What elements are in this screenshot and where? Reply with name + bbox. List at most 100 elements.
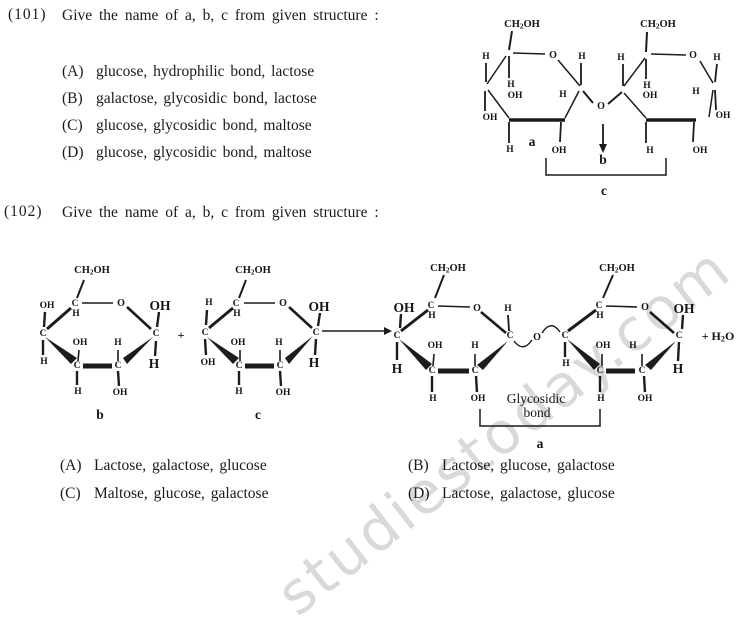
atom-label: O (641, 302, 649, 313)
label-b: b (96, 407, 104, 422)
atom-label: C (153, 329, 160, 339)
option-101-a: (A) glucose, hydrophilic bond, lactose (62, 63, 317, 81)
label-c: c (601, 183, 607, 198)
atom-label: H (597, 394, 605, 404)
option-102-b: (B) Lactose, glucose, galactose (408, 457, 615, 475)
question-101-options: (A) glucose, hydrophilic bond, lactose (… (62, 63, 317, 162)
label-b: b (599, 152, 607, 167)
atom-label: OH (471, 394, 486, 404)
option-label: (D) (62, 144, 84, 161)
atom-label: H (114, 338, 122, 348)
atom-label: OH (201, 358, 216, 368)
option-label: (C) (62, 117, 83, 134)
question-101-number: (101) (8, 6, 47, 23)
atom-label: H (578, 52, 586, 62)
question-101-prompt: Give the name of a, b, c from given stru… (62, 7, 379, 24)
option-label: (B) (408, 457, 429, 474)
atom-label: C (428, 301, 435, 311)
atom-label: C (236, 361, 243, 371)
option-text: Lactose, galactose, glucose (94, 457, 267, 474)
atom-label: O (597, 101, 605, 112)
atom-label: C (115, 361, 122, 371)
atom-label: O (473, 303, 481, 314)
option-text: glucose, glycosidic bond, maltose (96, 144, 312, 161)
atom-label: C (597, 366, 604, 376)
atom-label: OH (428, 341, 443, 351)
atom-label: C (394, 331, 401, 341)
atom-label: OH (40, 301, 55, 311)
atom-label: CH2OH (235, 265, 271, 277)
atom-label: C (72, 299, 79, 309)
atom-label: H (471, 341, 479, 351)
atom-label: H (596, 311, 604, 321)
atom-label: O (117, 298, 125, 309)
atom-label: OH (231, 338, 246, 348)
option-label: (A) (62, 63, 84, 80)
atom-label: H (506, 145, 514, 155)
atom-label: OH (483, 113, 498, 123)
atom-label: O (549, 50, 557, 61)
atom-label: OH (552, 146, 567, 156)
atom-label: O (279, 298, 287, 309)
question-102-options: (A) Lactose, galactose, glucose (B) Lact… (60, 457, 615, 503)
atom-label: + (178, 328, 185, 342)
atom-label: OH (393, 300, 415, 315)
atom-label: CH2OH (599, 263, 635, 275)
atom-label: CH2OH (74, 265, 110, 277)
atom-label: H (429, 394, 437, 404)
atom-label: C (313, 328, 320, 338)
atom-label: H (428, 311, 436, 321)
bond-lines (484, 30, 718, 176)
atom-label: H (646, 146, 654, 156)
atom-label: H (629, 341, 637, 351)
atom-label: H (72, 309, 80, 319)
atom-label: C (40, 329, 47, 339)
question-102-prompt: Give the name of a, b, c from given stru… (62, 204, 379, 221)
atom-label: + H2O (702, 329, 735, 343)
atom-label: C (74, 361, 81, 371)
atom-label: OH (308, 299, 330, 314)
atom-label: H (205, 298, 213, 308)
atom-label: OH (149, 298, 171, 313)
atom-label: C (507, 331, 514, 341)
option-101-c: (C) glucose, glycosidic bond, maltose (62, 117, 317, 135)
atom-label: C (472, 366, 479, 376)
atom-label: CH2OH (504, 19, 540, 31)
option-101-b: (B) galactose, glycosidic bond, lactose (62, 90, 317, 108)
atom-label: H (673, 361, 684, 376)
label-c: c (255, 407, 261, 422)
atom-label: O (533, 332, 541, 343)
label-a: a (537, 436, 544, 451)
atom-label: C (562, 331, 569, 341)
atom-label: O (689, 50, 697, 61)
atom-label: H (643, 81, 651, 91)
atom-label: OH (673, 301, 695, 316)
question-102-number: (102) (4, 203, 43, 220)
option-label: (C) (60, 485, 81, 502)
option-label: (D) (408, 485, 430, 502)
option-label: (A) (60, 457, 82, 474)
option-text: glucose, glycosidic bond, maltose (96, 117, 312, 134)
atom-label: H (692, 87, 700, 97)
atom-label: OH (596, 341, 611, 351)
atom-label: H (235, 387, 243, 397)
atom-label: C (676, 331, 683, 341)
atom-label: H (482, 52, 490, 62)
atom-label: OH (73, 338, 88, 348)
atom-label: C (429, 366, 436, 376)
atom-label: H (309, 355, 320, 370)
atom-label: OH (276, 388, 291, 398)
atom-label: H (40, 357, 48, 367)
atom-label: H (617, 53, 625, 63)
atom-label: OH (693, 146, 708, 156)
atom-label: CH2OH (430, 263, 466, 275)
atom-label: H (392, 361, 403, 376)
atom-label: H (149, 356, 160, 371)
option-label: (B) (62, 90, 83, 107)
atom-label: OH (643, 91, 658, 101)
atom-label: CH2OH (640, 19, 676, 31)
option-102-d: (D) Lactose, galactose, glucose (408, 485, 615, 503)
atom-label: OH (113, 388, 128, 398)
